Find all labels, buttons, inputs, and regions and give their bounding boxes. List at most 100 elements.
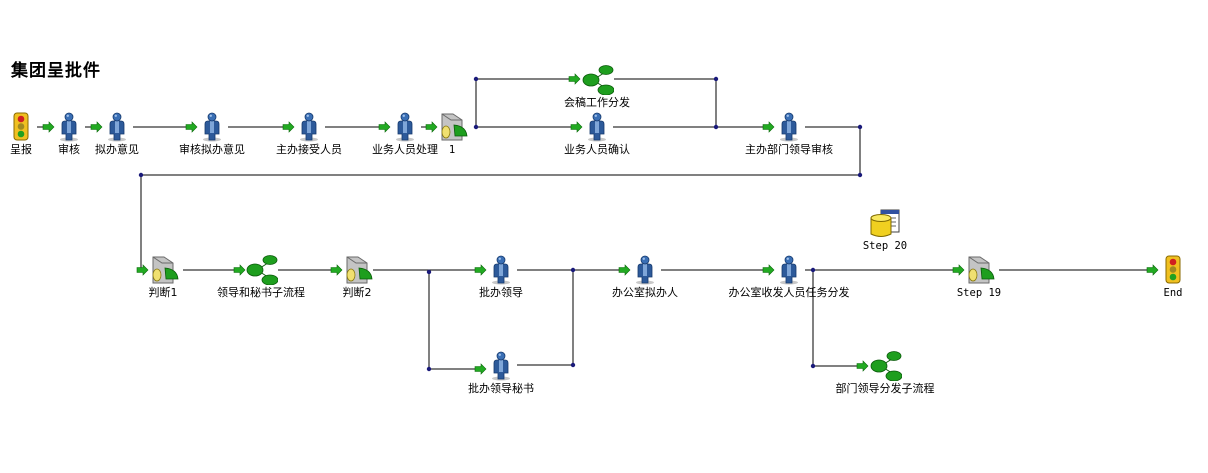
person-icon — [587, 112, 607, 142]
waypoint-dot — [713, 124, 719, 130]
arrow-icon — [568, 73, 581, 85]
node-label: 主办部门领导审核 — [745, 142, 833, 156]
arrow-icon — [136, 264, 149, 276]
node-start[interactable]: 呈报 — [10, 112, 32, 156]
route-icon — [346, 256, 373, 284]
waypoint-dot — [857, 172, 863, 178]
arrow-icon — [90, 121, 103, 133]
node-label: 判断1 — [149, 285, 178, 299]
waypoint-dot — [810, 267, 816, 273]
node-label: 审核拟办意见 — [179, 142, 245, 156]
edge-n_bangongshi_shoufa-to-n_bumen_fenfa — [812, 270, 867, 367]
node-zhuban-lingdao[interactable]: 主办部门领导审核 — [745, 112, 833, 156]
person-icon — [779, 255, 799, 285]
node-bangongshi-niban[interactable]: 办公室拟办人 — [612, 255, 678, 299]
person-icon — [202, 112, 222, 142]
node-label: Step 19 — [957, 287, 1001, 299]
route-icon — [441, 113, 468, 141]
node-yewu-queren[interactable]: 业务人员确认 — [564, 112, 630, 156]
waypoint-dot — [473, 124, 479, 130]
waypoint-dot — [570, 267, 576, 273]
arrow-icon — [330, 264, 343, 276]
arrow-icon — [474, 363, 487, 375]
node-bumen-fenfa[interactable]: 部门领导分发子流程 — [836, 351, 935, 396]
arrow-icon — [952, 264, 965, 276]
traffic-light-icon — [13, 112, 29, 141]
arrow-icon — [570, 121, 583, 133]
node-step20[interactable]: Step 20 — [863, 209, 907, 252]
node-shenhe[interactable]: 审核 — [58, 112, 80, 156]
person-icon — [395, 112, 415, 142]
waypoint-dot — [426, 366, 432, 372]
edge-n_piban_mishu-to-n_bangongshi_niban — [517, 270, 574, 366]
arrow-icon — [233, 264, 246, 276]
node-panduan1[interactable]: 判断1 — [149, 256, 179, 299]
person-icon — [299, 112, 319, 142]
arrow-icon — [185, 121, 198, 133]
arrow-icon — [474, 264, 487, 276]
node-label: 1 — [449, 144, 455, 156]
waypoint-dot — [570, 362, 576, 368]
person-icon — [107, 112, 127, 142]
arrow-icon — [282, 121, 295, 133]
node-label: 拟办意见 — [95, 142, 139, 156]
arrow-icon — [378, 121, 391, 133]
node-label: 办公室收发人员任务分发 — [729, 285, 850, 299]
node-yewu-chuli[interactable]: 业务人员处理 — [372, 112, 438, 156]
person-icon — [59, 112, 79, 142]
node-label: 批办领导秘书 — [468, 381, 534, 395]
waypoints-layer — [138, 76, 863, 372]
subflow-icon — [246, 255, 278, 285]
node-label: 部门领导分发子流程 — [836, 381, 935, 395]
database-icon — [870, 209, 900, 237]
node-label: 办公室拟办人 — [612, 285, 678, 299]
node-label: End — [1164, 287, 1183, 299]
node-label: 判断2 — [343, 285, 372, 299]
person-icon — [779, 112, 799, 142]
waypoint-dot — [138, 172, 144, 178]
arrow-icon — [425, 121, 438, 133]
node-shenhe-niban[interactable]: 审核拟办意见 — [179, 112, 245, 156]
node-route1[interactable]: 1 — [441, 113, 468, 156]
node-label: 审核 — [58, 142, 80, 156]
node-label: 主办接受人员 — [276, 143, 342, 156]
node-label: 业务人员处理 — [372, 143, 438, 156]
subflow-icon — [870, 351, 902, 381]
node-end[interactable]: End — [1164, 255, 1183, 299]
waypoint-dot — [473, 76, 479, 82]
route-icon — [968, 256, 995, 284]
node-label: Step 20 — [863, 240, 907, 252]
node-label: 业务人员确认 — [564, 143, 630, 156]
node-piban-lingdao[interactable]: 批办领导 — [479, 255, 523, 299]
page-title: 集团呈批件 — [11, 61, 101, 81]
node-label: 批办领导 — [479, 285, 523, 299]
node-piban-mishu[interactable]: 批办领导秘书 — [468, 351, 534, 395]
node-label: 呈报 — [10, 142, 32, 156]
waypoint-dot — [857, 124, 863, 130]
node-label: 领导和秘书子流程 — [217, 285, 305, 299]
arrow-icon — [1146, 264, 1159, 276]
waypoint-dot — [713, 76, 719, 82]
node-huigao[interactable]: 会稿工作分发 — [564, 65, 630, 110]
person-icon — [491, 351, 511, 381]
node-label: 会稿工作分发 — [564, 95, 630, 109]
node-bangongshi-shoufa[interactable]: 办公室收发人员任务分发 — [729, 255, 850, 299]
arrow-icon — [762, 264, 775, 276]
route-icon — [152, 256, 179, 284]
arrow-icon — [42, 121, 55, 133]
person-icon — [635, 255, 655, 285]
node-panduan2[interactable]: 判断2 — [343, 256, 373, 299]
person-icon — [491, 255, 511, 285]
arrows-layer — [42, 73, 1159, 375]
waypoint-dot — [426, 269, 432, 275]
node-lingdao-mishu[interactable]: 领导和秘书子流程 — [217, 255, 305, 300]
arrow-icon — [856, 360, 869, 372]
edge-n_panduan2-to-n_piban_mishu — [428, 272, 485, 370]
subflow-icon — [582, 65, 614, 95]
node-zhuban[interactable]: 主办接受人员 — [276, 112, 342, 156]
traffic-light-icon — [1165, 255, 1181, 284]
node-step19[interactable]: Step 19 — [957, 256, 1001, 299]
node-niban[interactable]: 拟办意见 — [95, 112, 139, 156]
